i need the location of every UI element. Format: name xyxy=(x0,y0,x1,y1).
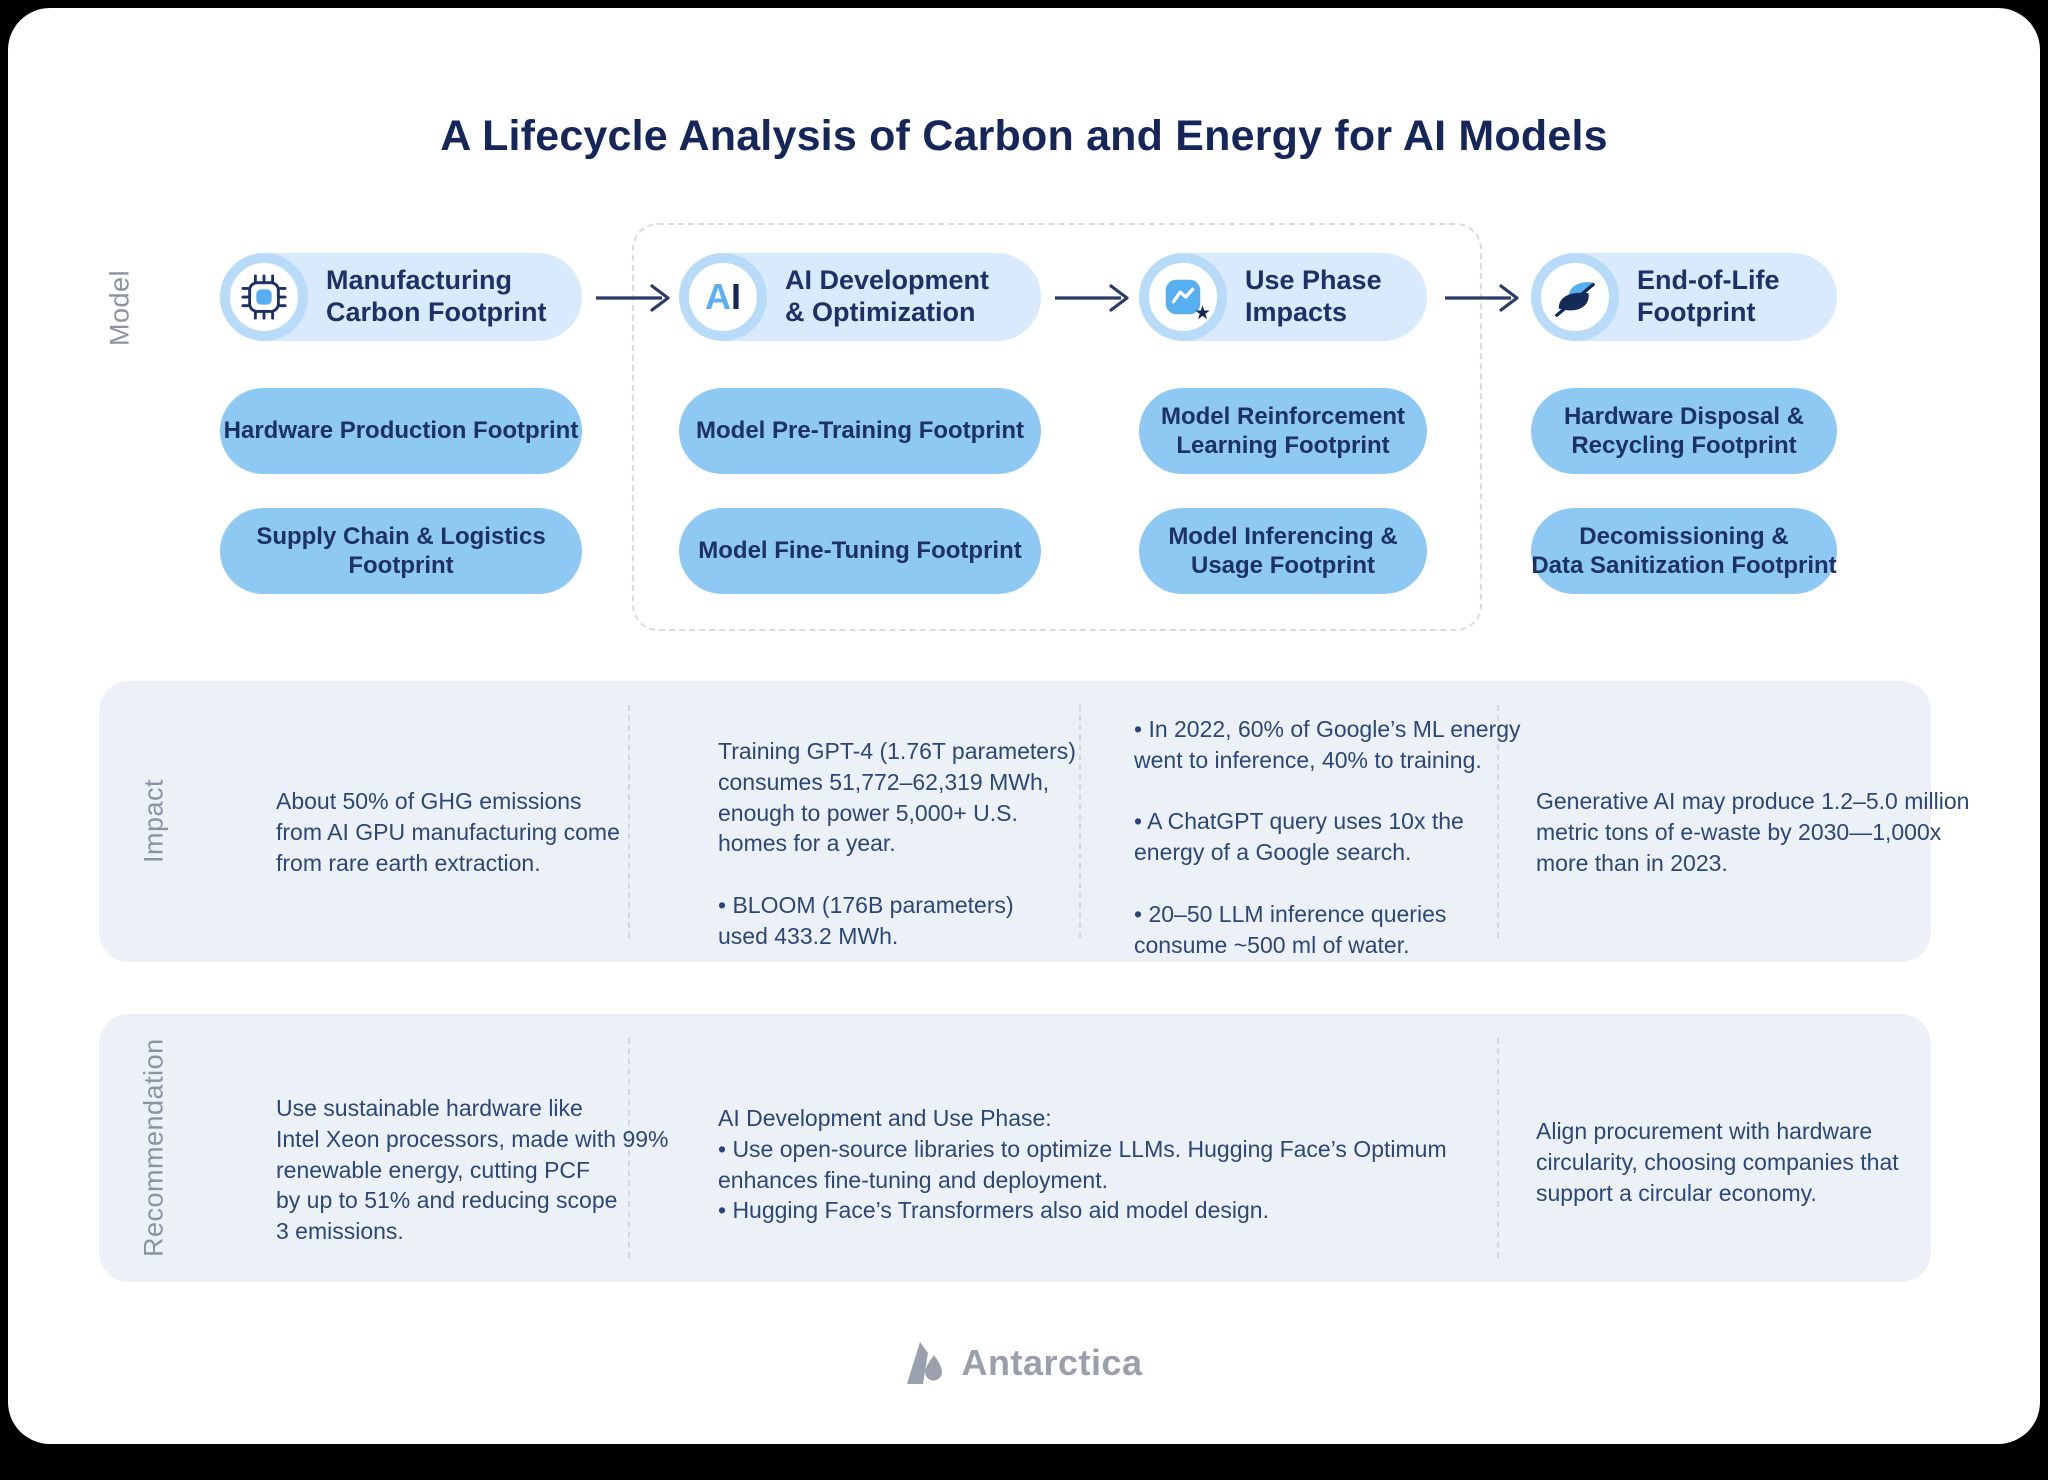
stage-label: AI Development & Optimization xyxy=(785,265,990,327)
pill-supply-chain: Supply Chain & Logistics Footprint xyxy=(220,508,582,594)
brand-name: Antarctica xyxy=(961,1342,1143,1383)
star-icon: ★ xyxy=(1193,303,1211,324)
divider xyxy=(628,705,630,938)
ai-letter-a: A xyxy=(704,276,731,317)
recommendation-end-of-life-text: Align procurement with hardware circular… xyxy=(1536,1118,1899,1206)
pill-disposal-recycling: Hardware Disposal & Recycling Footprint xyxy=(1531,388,1837,474)
pill-pre-training: Model Pre-Training Footprint xyxy=(679,388,1041,474)
row-label-impact: Impact xyxy=(138,778,169,863)
arrow-icon xyxy=(1055,284,1129,312)
row-label-model: Model xyxy=(104,269,135,346)
trend-chart-star-icon: ★ xyxy=(1139,253,1227,341)
impact-use-phase-text: • In 2022, 60% of Google’s ML energy wen… xyxy=(1134,716,1521,958)
impact-manufacturing-text: About 50% of GHG emissions from AI GPU m… xyxy=(276,788,620,876)
recommendation-development-use-text: AI Development and Use Phase: • Use open… xyxy=(718,1105,1447,1224)
recommendation-band xyxy=(99,1014,1931,1282)
stage-manufacturing: Manufacturing Carbon Footprint xyxy=(220,253,582,341)
ai-letter-i: I xyxy=(730,276,741,317)
leaf-icon xyxy=(1531,253,1619,341)
impact-development-text: Training GPT-4 (1.76T parameters) consum… xyxy=(718,738,1076,949)
pill-fine-tuning: Model Fine-Tuning Footprint xyxy=(679,508,1041,594)
pill-reinforcement-learning: Model Reinforcement Learning Footprint xyxy=(1139,388,1427,474)
row-label-recommendation: Recommendation xyxy=(138,1038,169,1257)
mountain-droplet-icon xyxy=(907,1342,943,1384)
infographic-card: A Lifecycle Analysis of Carbon and Energ… xyxy=(8,8,2040,1444)
stage-end-of-life: End-of-Life Footprint xyxy=(1531,253,1837,341)
recommendation-manufacturing-text: Use sustainable hardware like Intel Xeon… xyxy=(276,1095,669,1245)
stage-label: Use Phase Impacts xyxy=(1245,265,1382,327)
divider xyxy=(628,1038,630,1258)
stage-label: End-of-Life Footprint xyxy=(1637,265,1780,327)
pill-decommissioning: Decomissioning & Data Sanitization Footp… xyxy=(1531,508,1837,594)
impact-band xyxy=(99,681,1931,962)
divider xyxy=(1079,705,1081,938)
arrow-icon xyxy=(1445,284,1519,312)
stage-label: Manufacturing Carbon Footprint xyxy=(326,265,547,327)
arrow-icon xyxy=(596,284,670,312)
page-title: A Lifecycle Analysis of Carbon and Energ… xyxy=(440,112,1608,160)
chip-icon xyxy=(220,253,308,341)
pill-hardware-production: Hardware Production Footprint xyxy=(220,388,582,474)
divider xyxy=(1497,1038,1499,1258)
footer: Antarctica xyxy=(8,1338,2040,1388)
development-use-phase-group-outline xyxy=(632,223,1482,631)
divider xyxy=(1497,705,1499,938)
impact-end-of-life-text: Generative AI may produce 1.2–5.0 millio… xyxy=(1536,788,1970,876)
pill-inferencing-usage: Model Inferencing & Usage Footprint xyxy=(1139,508,1427,594)
stage-use-phase: ★ Use Phase Impacts xyxy=(1139,253,1427,341)
